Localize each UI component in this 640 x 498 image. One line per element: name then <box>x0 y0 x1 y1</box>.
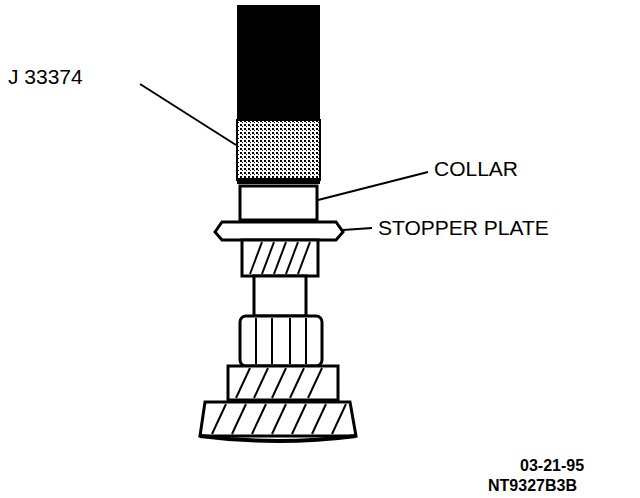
tool-number: J 33374 <box>8 66 83 87</box>
gear <box>228 366 338 400</box>
collar <box>240 186 317 220</box>
gear <box>200 402 356 436</box>
part-name: STOPPER PLATE <box>378 217 549 238</box>
gear <box>242 240 318 276</box>
leader-line <box>343 228 372 230</box>
tool-knurl <box>237 120 320 180</box>
date-code: 03-21-95 <box>520 458 584 474</box>
leader-line <box>140 84 236 145</box>
tool-shaft <box>237 5 320 120</box>
spline <box>240 316 322 366</box>
shaft <box>254 276 306 316</box>
leader-line <box>318 172 428 200</box>
stopper-plate <box>215 222 343 240</box>
figure-code: NT9327B3B <box>488 478 577 494</box>
part-name: COLLAR <box>434 158 518 179</box>
